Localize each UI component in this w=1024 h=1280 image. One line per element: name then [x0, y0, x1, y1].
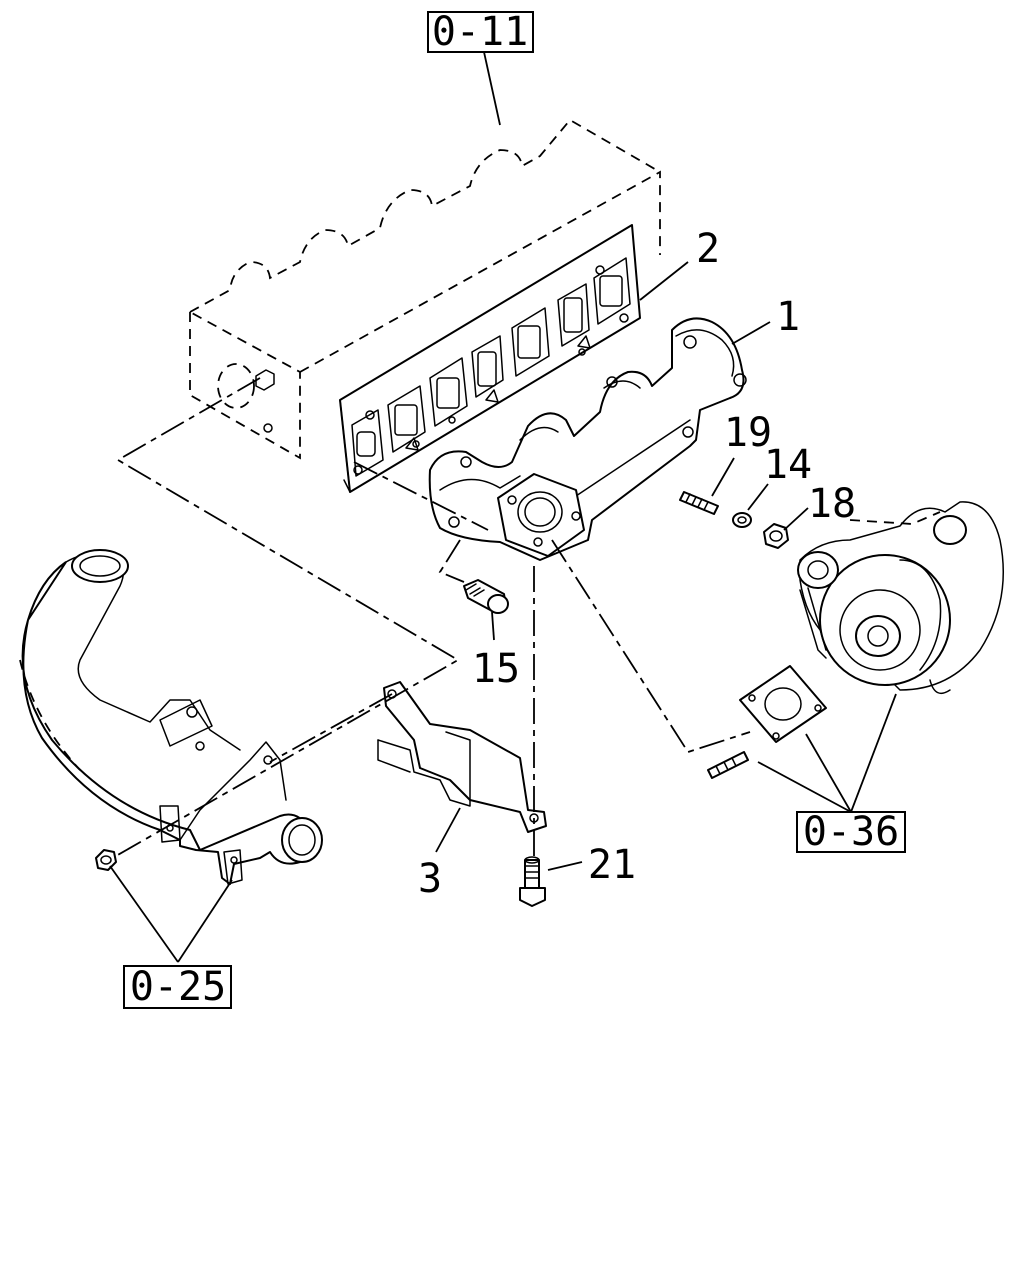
cylinder-head — [189, 118, 661, 460]
callout-21: 21 — [588, 842, 636, 888]
washer-14 — [732, 512, 752, 528]
ref-label-0-11: 0-11 — [432, 9, 528, 55]
ref-label-0-36: 0-36 — [803, 809, 899, 855]
turbocharger — [797, 501, 1005, 695]
callout-3: 3 — [418, 856, 442, 902]
bolt-15 — [463, 579, 509, 614]
callout-18: 18 — [808, 481, 856, 527]
exhaust-manifold-gasket — [339, 224, 641, 493]
nut-18 — [763, 523, 789, 549]
callout-2: 2 — [696, 226, 720, 272]
callout-15: 15 — [472, 646, 520, 692]
water-pipe — [19, 549, 323, 885]
ref-box-0-36[interactable]: 0-36 — [796, 809, 906, 855]
bolt-21 — [519, 856, 546, 907]
turbo-stud — [707, 751, 749, 779]
pipe-nut — [95, 849, 117, 871]
stud-19 — [679, 491, 719, 515]
callout-14: 14 — [764, 442, 812, 488]
leader-lines — [109, 51, 897, 963]
ref-box-0-25[interactable]: 0-25 — [123, 964, 232, 1010]
ref-box-0-11[interactable]: 0-11 — [427, 9, 534, 55]
exhaust-manifold — [428, 317, 747, 561]
heat-shield-3 — [377, 681, 547, 833]
callout-19: 19 — [724, 410, 772, 456]
callout-1: 1 — [776, 294, 800, 340]
ref-label-0-25: 0-25 — [130, 964, 226, 1010]
turbo-gasket — [739, 665, 827, 743]
